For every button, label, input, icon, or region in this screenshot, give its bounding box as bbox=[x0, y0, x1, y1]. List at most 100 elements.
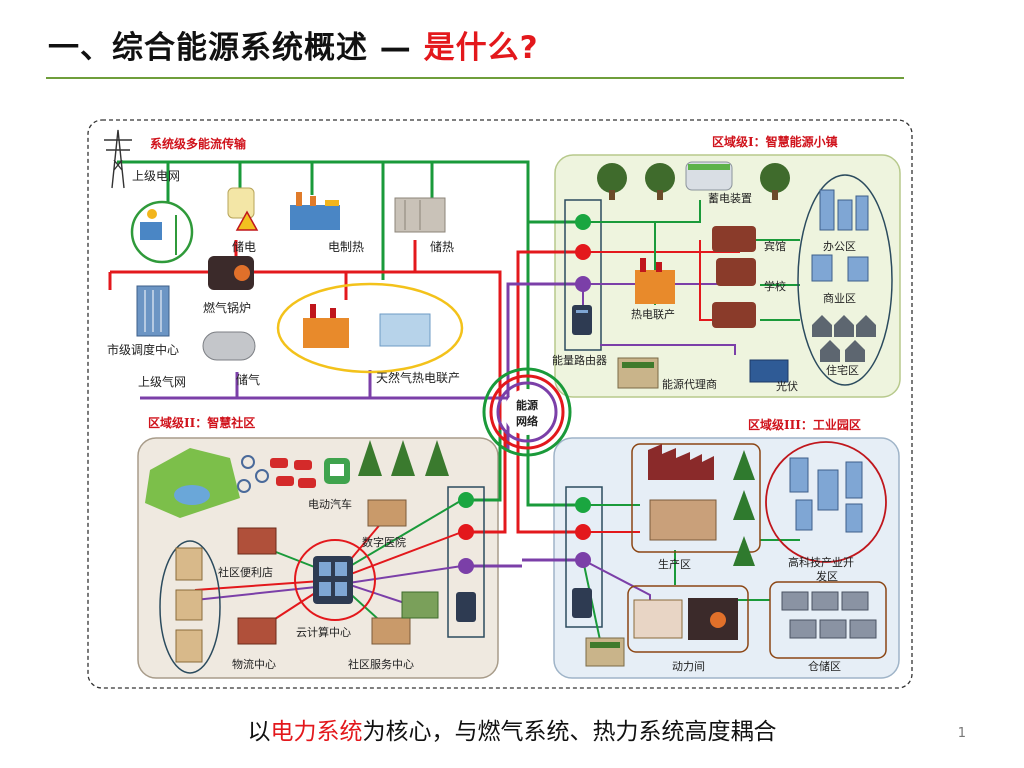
transmission-tower-icon bbox=[104, 129, 132, 189]
cchp-ellipse bbox=[276, 282, 464, 374]
bikes-icon bbox=[237, 455, 269, 493]
production-label: 生产区 bbox=[658, 557, 691, 571]
region1-nodes bbox=[575, 214, 591, 292]
chp-icon bbox=[635, 258, 675, 304]
region3-agent-shop-icon bbox=[585, 637, 625, 667]
production-box bbox=[631, 443, 761, 553]
cchp-label: 天然气热电联产 bbox=[376, 370, 460, 385]
warehouse-box bbox=[769, 581, 887, 659]
caption-after: 为核心，与燃气系统、热力系统高度耦合 bbox=[362, 719, 777, 745]
caption-highlight: 电力系统 bbox=[270, 719, 363, 745]
dispatch-building-icon bbox=[136, 285, 170, 337]
router-server-icon bbox=[572, 305, 592, 335]
title-prefix: 一、综合能源系统概述 — bbox=[48, 30, 424, 66]
gas-tank-icon bbox=[202, 331, 256, 361]
region1-lines bbox=[582, 200, 800, 355]
store-label: 社区便利店 bbox=[218, 565, 273, 579]
upper-gas-label: 上级气网 bbox=[138, 374, 186, 389]
residential-label: 住宅区 bbox=[826, 363, 859, 377]
service-label: 社区服务中心 bbox=[348, 657, 414, 671]
hub-label-2: 网络 bbox=[516, 414, 538, 428]
upper-grid-label: 上级电网 bbox=[132, 169, 180, 183]
gas-storage-label: 储气 bbox=[236, 372, 260, 387]
region2-nodes bbox=[458, 492, 474, 574]
hotel-label: 宾馆 bbox=[764, 239, 786, 253]
hospital-label: 数字医院 bbox=[362, 535, 406, 549]
factory-icon bbox=[290, 192, 340, 230]
electric-heating-label: 电制热 bbox=[328, 240, 364, 254]
solar-panel-icon bbox=[749, 359, 789, 383]
storage-power-label: 储电 bbox=[232, 239, 256, 254]
battery-icon bbox=[227, 187, 259, 231]
logistics-icon bbox=[237, 617, 277, 645]
region3-header: 区域级III：工业园区 bbox=[748, 417, 861, 432]
tree-icons-region3 bbox=[733, 450, 755, 566]
diagram-frame bbox=[87, 119, 913, 689]
hitech-label-1: 高科技产业开 bbox=[788, 555, 854, 569]
ev-label: 电动汽车 bbox=[308, 497, 352, 511]
agent-shop-icon bbox=[617, 357, 659, 389]
city-buildings-icon bbox=[811, 189, 869, 282]
hitech-buildings-icon bbox=[789, 457, 863, 533]
gas-boiler-label: 燃气锅炉 bbox=[203, 300, 251, 315]
warehouse-buildings-icon bbox=[781, 591, 877, 639]
chp-label: 热电联产 bbox=[631, 307, 675, 321]
battery-device-icon bbox=[685, 161, 733, 191]
warehouse-label: 仓储区 bbox=[808, 659, 841, 673]
housing-ellipse bbox=[159, 540, 221, 674]
tree-icons-region2 bbox=[358, 440, 449, 476]
tree-icons-region1 bbox=[597, 163, 790, 200]
agent-label: 能源代理商 bbox=[662, 377, 717, 391]
region2-server-icon bbox=[456, 592, 476, 622]
slide-caption: 以电力系统为核心，与燃气系统、热力系统高度耦合 bbox=[0, 712, 1024, 746]
region2-header: 区域级II：智慧社区 bbox=[148, 415, 255, 430]
region1-router-box bbox=[564, 199, 602, 351]
cloud-ring bbox=[294, 539, 376, 621]
commercial-label: 商业区 bbox=[823, 291, 856, 305]
renewable-icon bbox=[130, 200, 194, 264]
store-icon bbox=[237, 527, 277, 555]
hitech-label-2: 发区 bbox=[816, 569, 838, 583]
battery-label: 蓄电装置 bbox=[708, 192, 752, 205]
school-label: 学校 bbox=[764, 279, 786, 293]
apartment-icons bbox=[175, 547, 203, 663]
heat-storage-label: 储热 bbox=[430, 239, 454, 254]
cchp-plant-icon bbox=[303, 304, 431, 348]
cloud-label: 云计算中心 bbox=[296, 625, 351, 639]
energy-hub: 能源 网络 bbox=[482, 367, 572, 457]
power-room-label: 动力间 bbox=[672, 660, 705, 673]
cloud-server-icon bbox=[313, 556, 353, 604]
residential-ellipse bbox=[797, 174, 893, 386]
region3-server-icon bbox=[572, 588, 592, 618]
page-number: 1 bbox=[957, 726, 966, 741]
hitech-ring bbox=[765, 441, 887, 563]
title-divider bbox=[46, 77, 904, 79]
router-label: 能量路由器 bbox=[552, 353, 607, 367]
region1-header: 区域级I：智慧能源小镇 bbox=[712, 134, 838, 149]
community-shop-icon bbox=[401, 591, 439, 619]
service-center-icon bbox=[371, 617, 411, 645]
office-label: 办公区 bbox=[823, 240, 856, 253]
region2-router-box bbox=[447, 486, 485, 638]
hub-label-1: 能源 bbox=[516, 398, 538, 412]
caption-before: 以 bbox=[247, 719, 271, 745]
park-icon bbox=[145, 448, 240, 518]
cars-icon bbox=[270, 458, 316, 488]
gas-boiler-icon bbox=[208, 256, 254, 290]
house-icons bbox=[812, 315, 876, 362]
power-room-box bbox=[627, 585, 749, 653]
system-level-header: 系统级多能流传输 bbox=[150, 136, 247, 151]
heat-storage-icon bbox=[394, 197, 446, 233]
hotel-school-icons bbox=[712, 226, 756, 328]
logistics-label: 物流中心 bbox=[232, 657, 276, 671]
dispatch-center-label: 市级调度中心 bbox=[107, 342, 179, 357]
charging-station-icon bbox=[324, 458, 350, 484]
pv-label: 光伏 bbox=[776, 379, 798, 393]
region3-router-box bbox=[565, 486, 603, 628]
factory-buildings-icon bbox=[648, 444, 717, 541]
power-room-icons bbox=[633, 598, 738, 640]
system-gas-lines bbox=[140, 370, 522, 400]
page-title: 一、综合能源系统概述 — 是什么? bbox=[48, 22, 539, 67]
region3-nodes bbox=[575, 497, 591, 568]
